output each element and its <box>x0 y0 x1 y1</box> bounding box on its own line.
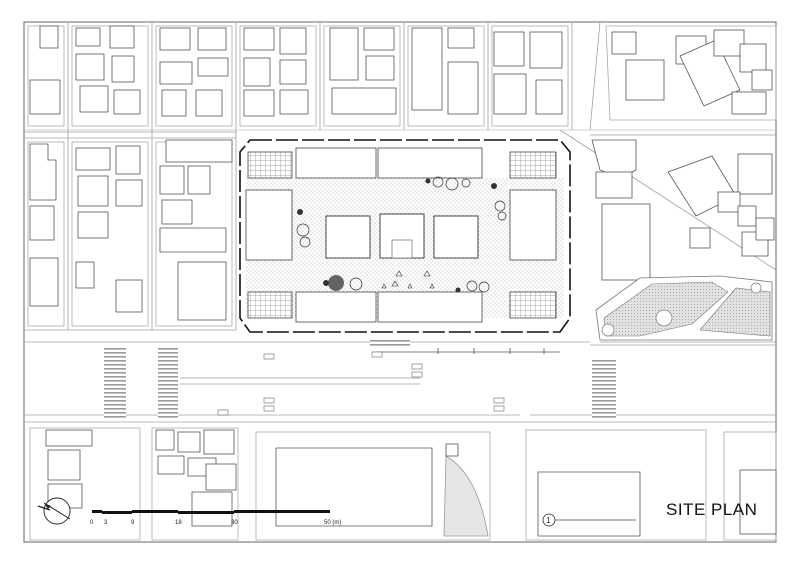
plaza-site <box>239 139 571 354</box>
pedestrian-crossings <box>104 338 616 420</box>
site-edge-marks <box>376 348 560 354</box>
canopy-grid <box>247 291 293 319</box>
cars <box>217 351 505 416</box>
canopy-grid <box>247 151 293 179</box>
road-lines <box>24 21 777 423</box>
park <box>595 275 773 341</box>
scale-tick-label: 50 (m) <box>324 520 341 526</box>
section-marker-icon: 1 <box>542 513 636 527</box>
trees <box>296 176 507 293</box>
site-plan-title: SITE PLAN <box>666 500 758 519</box>
north-arrow-icon <box>37 497 71 525</box>
scale-tick-label: 30 <box>231 520 238 526</box>
drawing-frame <box>23 21 777 543</box>
scale-tick-label: 0 <box>90 520 94 526</box>
scale-tick-label: 3 <box>104 520 108 526</box>
scale-tick-label: 18 <box>175 520 182 526</box>
canopy-grid <box>509 291 557 319</box>
scale-bar: 0 3 9 18 30 50 (m) <box>90 510 341 526</box>
section-marker-label: 1 <box>546 516 551 525</box>
people-figures <box>381 270 435 289</box>
canopy-grid <box>509 151 557 179</box>
scale-tick-label: 9 <box>131 520 135 526</box>
